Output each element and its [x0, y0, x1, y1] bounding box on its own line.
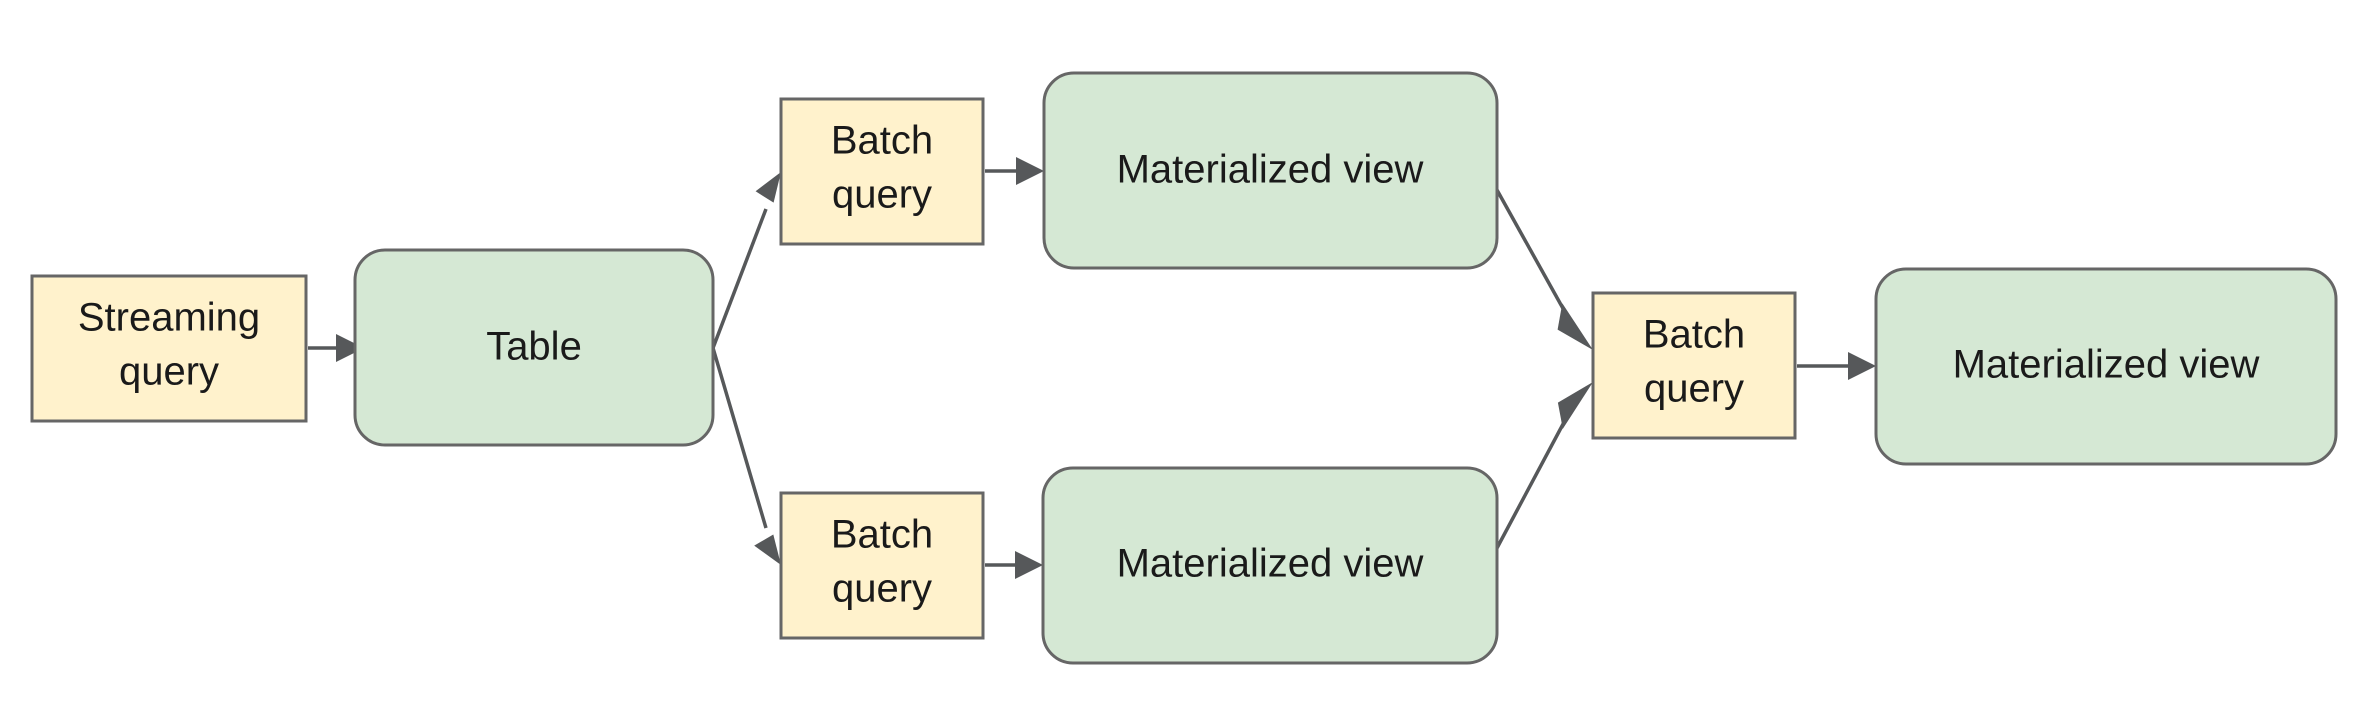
arrowhead-icon	[1015, 551, 1043, 579]
node-label-line1: Materialized view	[1117, 542, 1424, 586]
node-label-line1: Batch	[1643, 313, 1745, 357]
node-materialized-view-top[interactable]: Materialized view	[1042, 71, 1499, 270]
node-label-line2: query	[1644, 367, 1744, 411]
node-shape[interactable]	[30, 274, 308, 423]
node-shape[interactable]	[1591, 291, 1797, 440]
node-streaming-query[interactable]: Streaming query	[30, 274, 308, 423]
node-label-line2: query	[119, 350, 219, 394]
edge-batch-query-top-to-materialized-view-top	[985, 157, 1044, 185]
node-table[interactable]: Table	[353, 248, 715, 447]
edge-materialized-view-bottom-to-batch-query-final	[1495, 382, 1593, 549]
edge-batch-query-final-to-materialized-view-final	[1797, 352, 1876, 380]
edge-table-to-batch-query-bottom	[711, 347, 781, 565]
node-label-line1: Table	[486, 325, 582, 369]
arrowhead-icon	[1557, 303, 1593, 350]
edge-line	[1495, 189, 1572, 322]
edge-streaming-query-to-table	[308, 334, 364, 362]
edge-table-to-batch-query-top	[711, 172, 781, 349]
edge-batch-query-bottom-to-materialized-view-bottom	[985, 551, 1043, 579]
edge-line	[711, 347, 768, 529]
edge-line	[1495, 410, 1572, 549]
node-materialized-view-final[interactable]: Materialized view	[1874, 267, 2338, 466]
node-label-line1: Batch	[831, 513, 933, 557]
arrowhead-icon	[336, 334, 364, 362]
node-shape[interactable]	[779, 491, 985, 640]
node-label-line1: Materialized view	[1117, 148, 1424, 192]
node-shape[interactable]	[353, 248, 715, 447]
arrowhead-icon	[1016, 157, 1044, 185]
node-batch-query-top[interactable]: Batch query	[779, 97, 985, 246]
node-batch-query-bottom[interactable]: Batch query	[779, 491, 985, 640]
node-label-line1: Streaming	[78, 296, 260, 340]
node-label-line2: query	[832, 173, 932, 217]
node-shape[interactable]	[779, 97, 985, 246]
arrowhead-icon	[754, 534, 781, 565]
node-materialized-view-bottom[interactable]: Materialized view	[1041, 466, 1499, 665]
edge-line	[711, 208, 768, 349]
node-label-line2: query	[832, 567, 932, 611]
edge-group	[308, 157, 1876, 579]
node-label-line1: Materialized view	[1953, 343, 2260, 387]
arrowhead-icon	[1848, 352, 1876, 380]
node-shape[interactable]	[1874, 267, 2338, 466]
node-label-line1: Batch	[831, 119, 933, 163]
node-shape[interactable]	[1042, 71, 1499, 270]
node-shape[interactable]	[1041, 466, 1499, 665]
edge-materialized-view-top-to-batch-query-final	[1495, 189, 1593, 350]
arrowhead-icon	[755, 172, 781, 203]
node-batch-query-final[interactable]: Batch query	[1591, 291, 1797, 440]
arrowhead-icon	[1557, 382, 1593, 429]
node-group: Streaming query Table Batch query Batch …	[30, 71, 2338, 665]
